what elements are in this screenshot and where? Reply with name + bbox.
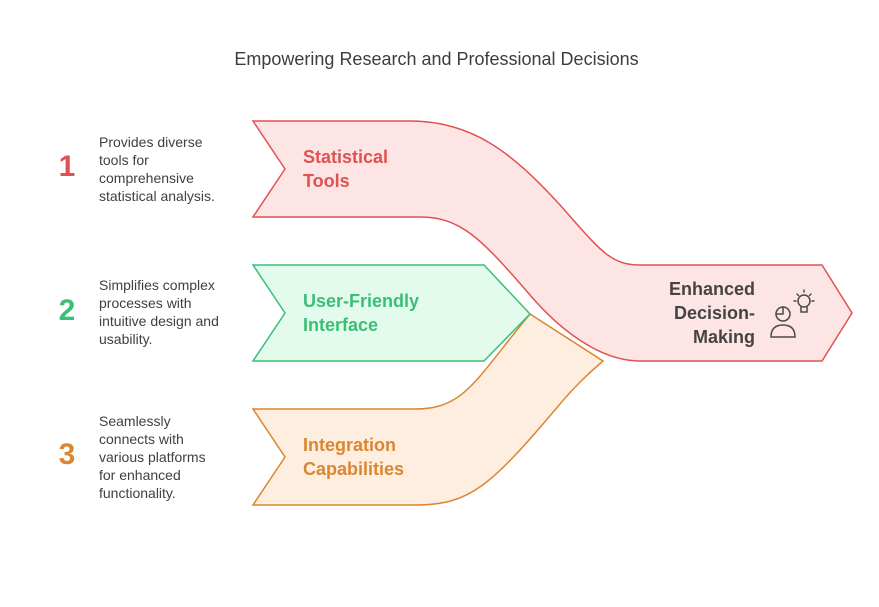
- step-description-2: Simplifies complex processes with intuit…: [99, 277, 219, 347]
- step-label-user-friendly-interface: User-Friendly Interface: [303, 291, 420, 335]
- step-label-statistical-tools: Statistical Tools: [303, 147, 389, 191]
- flow-band-integration: [251, 313, 605, 506]
- step-number-2: 2: [58, 294, 76, 327]
- step-label-integration-capabilities: Integration Capabilities: [303, 435, 405, 479]
- flow-band-user-friendly: [251, 264, 532, 362]
- step-description-1: Provides diverse tools for comprehensive…: [99, 134, 215, 204]
- step-description-3: Seamlessly connects with various platfor…: [99, 413, 206, 501]
- diagram-title: Empowering Research and Professional Dec…: [234, 49, 639, 69]
- target-label: Enhanced Decision- Making: [668, 279, 755, 347]
- flow-band-statistical: [251, 120, 853, 362]
- person-lightbulb-icon: [770, 289, 815, 338]
- step-number-3: 3: [58, 438, 76, 471]
- step-number-1: 1: [58, 150, 76, 183]
